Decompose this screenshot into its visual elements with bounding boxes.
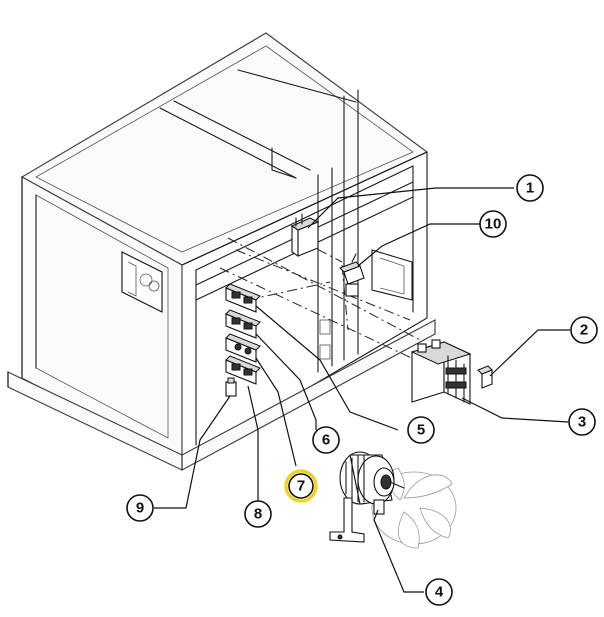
callout-2: 2 [570,316,598,344]
callout-6: 6 [312,426,340,454]
callout-8: 8 [244,500,272,528]
part-2-aux-block [477,365,493,389]
leader-lines [154,187,570,593]
callout-4-label: 4 [435,584,444,601]
callout-10-label: 10 [485,216,502,233]
callout-3-label: 3 [578,414,586,431]
terminal-block-8 [225,355,261,385]
part-10-switch [339,253,365,297]
terminal-block-7 [225,333,261,363]
callout-10: 10 [479,210,507,238]
callout-3: 3 [568,408,596,436]
part-1-relay [290,213,320,258]
part-9-fuse [225,377,237,397]
terminal-block-5 [225,283,261,313]
callout-2-label: 2 [580,322,588,339]
cabinet-frame [7,32,436,471]
callout-9: 9 [126,494,154,522]
callout-8-label: 8 [254,506,262,523]
callout-1-label: 1 [526,180,534,197]
callout-9-label: 9 [136,500,144,517]
callout-4: 4 [425,578,453,606]
callout-6-label: 6 [322,432,330,449]
callout-7-highlighted: 7 [284,469,318,503]
terminal-block-6 [225,309,261,339]
callout-1: 1 [516,174,544,202]
part-4-fan-motor [329,451,457,549]
callout-5-label: 5 [417,422,425,439]
callout-7-label: 7 [297,478,305,495]
part-3-contactor [410,339,472,405]
callout-5: 5 [407,416,435,444]
